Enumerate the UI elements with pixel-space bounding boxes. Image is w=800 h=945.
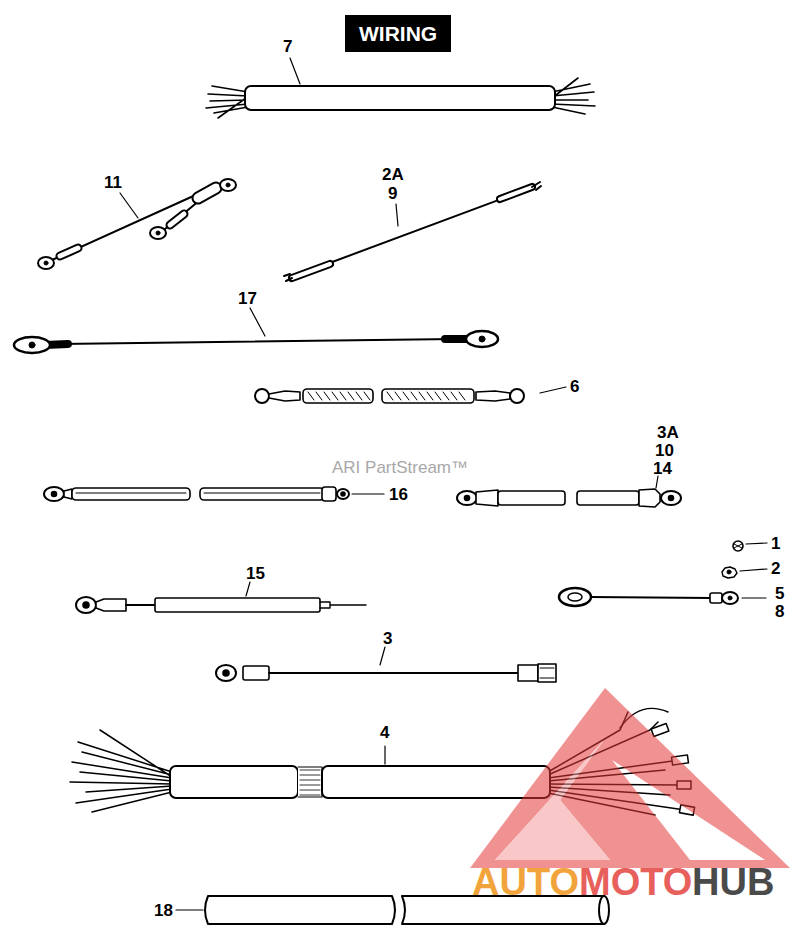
callout-number: 9 — [388, 185, 397, 202]
callout-number: 17 — [238, 290, 257, 307]
watermark-text: AUTO — [472, 863, 579, 901]
callout-number: 8 — [775, 603, 784, 620]
cable-17 — [14, 331, 498, 353]
callout-number: 18 — [154, 902, 173, 919]
callout-number: 5 — [775, 585, 784, 602]
title-banner: WIRING — [345, 15, 451, 52]
callout-number: 14 — [653, 460, 672, 477]
callout-number: 16 — [389, 486, 408, 503]
callout-number: 6 — [570, 378, 579, 395]
cable-16 — [44, 487, 384, 501]
wire-bundle-7 — [206, 78, 595, 118]
watermark-text: HUB — [692, 863, 774, 901]
callout-number: 7 — [283, 38, 292, 55]
callout-number: 15 — [246, 565, 265, 582]
callout-number: 11 — [104, 174, 122, 191]
callout-number: 2 — [771, 560, 780, 577]
watermark-logo — [470, 688, 790, 868]
cable-15 — [76, 582, 366, 613]
callout-number: 3 — [383, 630, 392, 647]
cable-6 — [255, 387, 566, 403]
screw-washer-lead — [559, 541, 767, 606]
leader-lines — [120, 58, 398, 336]
callout-number: 1 — [771, 535, 780, 552]
watermark-text: MOTO — [579, 863, 692, 901]
cable-3a — [457, 476, 681, 507]
callout-number: 10 — [655, 442, 674, 459]
callout-number: 4 — [380, 724, 389, 741]
watermark-text: ARI PartStream™ — [332, 459, 468, 476]
callout-number: 2A — [382, 166, 404, 183]
wire-11 — [38, 179, 236, 269]
callout-number: 3A — [657, 424, 679, 441]
wire-9 — [284, 182, 541, 281]
cable-3 — [216, 647, 556, 682]
